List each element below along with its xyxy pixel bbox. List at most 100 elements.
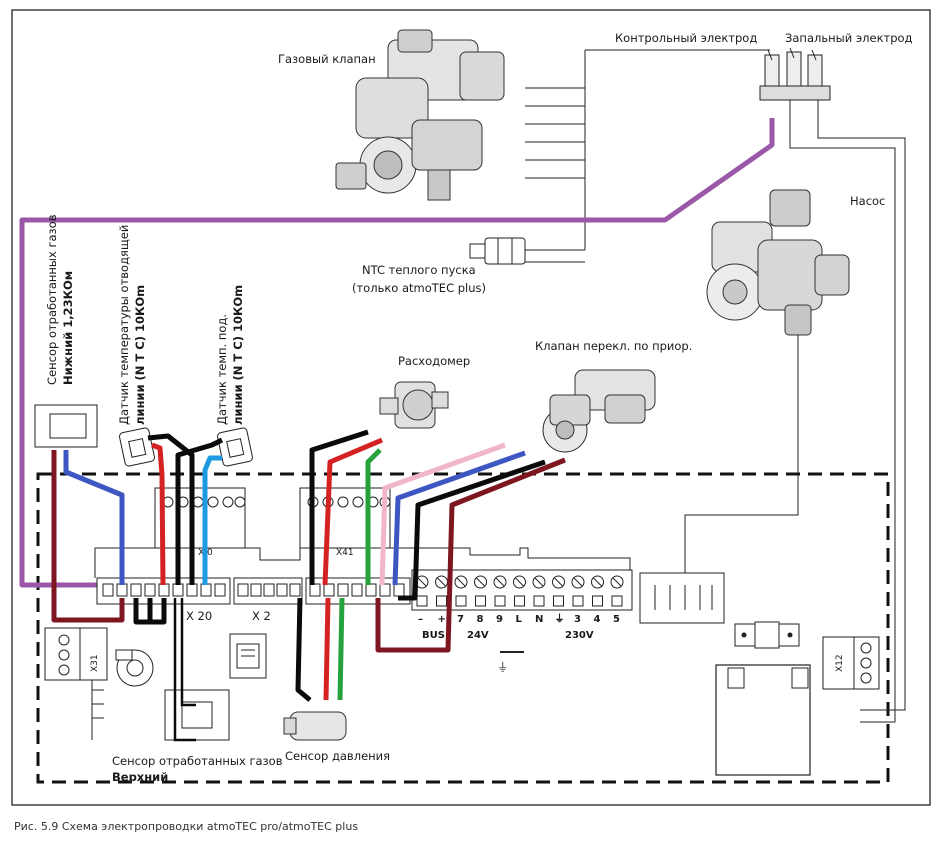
flow-meter-icon [379, 381, 449, 429]
x31-lead-lines [91, 680, 104, 740]
black-wire-ntc-supply [175, 437, 224, 585]
x41-pin [337, 583, 349, 597]
flue-sensor-upper-label-line1: Сенсор отработанных газов [112, 754, 283, 768]
black-wire-priority [398, 459, 546, 601]
x2-pin [276, 583, 288, 597]
cyan-wire-ntc-supply [202, 455, 222, 585]
black-wire-flow-meter [309, 429, 369, 585]
purple-wire [19, 118, 775, 588]
x12-label: X12 [835, 654, 845, 672]
terminal-screw-slot [593, 577, 602, 587]
terminal-screw-slot [417, 577, 427, 587]
ntc-outflow-sensor-icon [119, 427, 155, 467]
flue-sensor-lower-icon [34, 404, 98, 448]
terminal-screw-slot [515, 577, 524, 587]
terminal-socket [416, 595, 428, 607]
pink-wire-priority [379, 442, 506, 586]
x20-label: X 20 [186, 609, 212, 623]
maroon-wire-priority [375, 457, 566, 653]
gas-valve-wires [525, 49, 770, 263]
terminal-number: 7 [457, 614, 464, 625]
terminal-socket [592, 595, 603, 607]
terminal-number: + [438, 614, 446, 625]
terminal-screw-slot [554, 577, 563, 587]
x12-connector-icon [822, 636, 880, 690]
terminal-screw-slot [573, 577, 583, 587]
x31-label: X31 [90, 654, 100, 672]
terminal-socket [533, 595, 545, 607]
terminal-number: 3 [574, 614, 581, 625]
x20-pin [116, 583, 128, 597]
x41-pin [323, 583, 335, 597]
pump-label: Насос [850, 194, 885, 208]
black-wire-ntc-outflow [147, 433, 195, 585]
ignition-wires [789, 130, 906, 723]
terminal-socket [611, 595, 623, 607]
black-wire-flue-upper-b [180, 598, 196, 707]
black-wire-flue-upper-a [173, 598, 196, 742]
connector-strip [96, 577, 411, 605]
flue-sensor-upper-label-line2: Верхний [112, 770, 168, 784]
x41-pin [379, 583, 391, 597]
red-wire-ntc-outflow [151, 442, 166, 586]
maroon-wire-flue-lower [51, 450, 125, 623]
24v-label: 24V [467, 630, 489, 641]
terminal-socket [572, 595, 584, 607]
x2-pin [237, 583, 249, 597]
ground-symbol: ⏚ [497, 660, 509, 674]
ntc-warm-start-connector-icon [469, 237, 526, 265]
pump-icon [706, 189, 850, 336]
terminal-socket [455, 595, 467, 607]
terminal-screw-slot [437, 577, 446, 587]
ntc-outflow-label-line1: Датчик температуры отводящей [117, 225, 131, 425]
terminal-number: 5 [613, 614, 620, 625]
terminal-screw-slot [456, 577, 466, 587]
wire-harness [51, 429, 566, 742]
priority-valve-icon [542, 369, 656, 453]
ntc-supply-label-line1: Датчик темп. под. [215, 314, 229, 425]
terminal-screw-slot [534, 577, 544, 587]
diagnostic-jack-icon [229, 633, 267, 679]
terminal-block [411, 569, 633, 611]
pump-connector-icon [639, 572, 725, 624]
black-wire-pressure [295, 597, 312, 702]
terminal-number: 4 [594, 614, 601, 625]
x20-pin [172, 583, 184, 597]
gas-valve-icon [335, 29, 505, 201]
ntc-warm-start-label-line1: NTC теплого пуска [362, 263, 476, 277]
red-wire-pressure [323, 597, 331, 701]
230v-label: 230V [565, 630, 594, 641]
x31-connector-icon [44, 627, 108, 681]
terminal-socket [494, 595, 506, 607]
x20-pin [158, 583, 170, 597]
x2-label: X 2 [252, 609, 271, 623]
electrode-assembly-icon [759, 47, 831, 140]
x41-pin [365, 583, 377, 597]
priority-valve-label: Клапан перекл. по приор. [535, 339, 692, 353]
x20-pin [102, 583, 114, 597]
x20-pin [144, 583, 156, 597]
bus-label: BUS [422, 630, 445, 641]
blue-wire-priority [392, 450, 526, 586]
fuse-holder-icon [734, 621, 800, 649]
terminal-number: L [516, 614, 523, 625]
ntc-supply-sensor-icon [217, 427, 253, 467]
green-wire-pressure [337, 597, 345, 701]
x20-pin [186, 583, 198, 597]
x41-pin [309, 583, 321, 597]
x2-pin [250, 583, 262, 597]
pressure-sensor-icon [283, 711, 347, 741]
x2-pin [263, 583, 275, 597]
figure-caption: Рис. 5.9 Схема электропроводки atmoTEC p… [14, 820, 358, 833]
x20-pin [214, 583, 226, 597]
terminal-number: N [535, 614, 543, 625]
diagram-frame [11, 9, 931, 806]
black-wire-loop-b [147, 598, 167, 625]
terminal-screw-slot [612, 577, 622, 587]
terminal-number: 9 [496, 614, 503, 625]
terminal-number: 8 [477, 614, 484, 625]
reset-switch-icon [115, 649, 154, 687]
terminal-number: ⏚ [555, 613, 565, 625]
terminal-socket [553, 595, 564, 607]
ntc-supply-label-line2: линии (N T C) 10КОm [231, 285, 245, 425]
